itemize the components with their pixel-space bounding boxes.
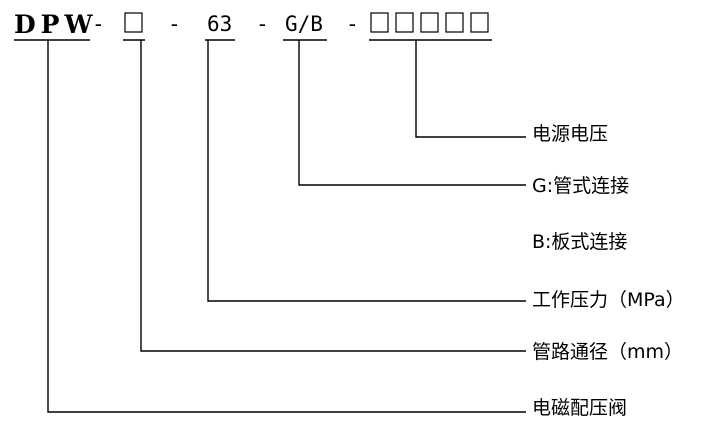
voltage-placeholder-box bbox=[370, 12, 389, 33]
code-dash-4: - bbox=[346, 12, 359, 36]
label-pipe-diameter: 管路通径（mm） bbox=[532, 341, 683, 363]
code-dash-3: - bbox=[256, 12, 269, 36]
leader-connection bbox=[298, 40, 526, 186]
code-connection: G/B bbox=[285, 12, 323, 36]
code-pressure: 63 bbox=[207, 12, 232, 36]
label-valve-name: 电磁配压阀 bbox=[532, 397, 627, 419]
label-power-voltage: 电源电压 bbox=[532, 123, 608, 145]
leader-valve-name bbox=[47, 40, 526, 413]
label-working-pressure: 工作压力（MPa） bbox=[532, 289, 685, 311]
code-dash-1: - bbox=[92, 12, 105, 36]
leader-pressure bbox=[207, 40, 526, 302]
pipe-diameter-placeholder-box bbox=[124, 12, 143, 33]
code-dash-2: - bbox=[168, 12, 181, 36]
code-prefix: DPW bbox=[14, 10, 98, 39]
label-pipe-connection: G:管式连接 bbox=[532, 175, 629, 197]
voltage-placeholder-box bbox=[445, 12, 464, 33]
voltage-placeholder-box bbox=[470, 12, 489, 33]
voltage-placeholder-box bbox=[395, 12, 414, 33]
leader-voltage bbox=[415, 40, 526, 138]
voltage-placeholder-boxes bbox=[370, 12, 489, 33]
voltage-placeholder-box bbox=[420, 12, 439, 33]
label-plate-connection: B:板式连接 bbox=[532, 231, 627, 253]
leader-diameter bbox=[140, 40, 526, 352]
